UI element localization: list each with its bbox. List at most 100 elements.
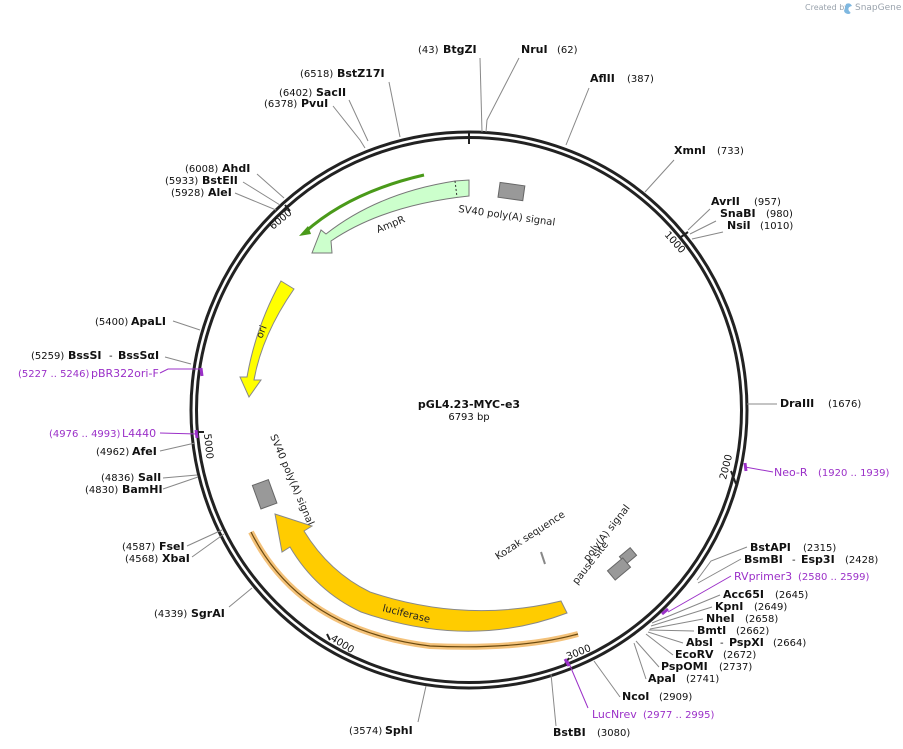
site-pos-bsteii: (5933) bbox=[165, 176, 198, 187]
leader-nrui bbox=[485, 57, 520, 133]
leader-bstz17i bbox=[388, 81, 401, 138]
plasmid-name: pGL4.23-MYC-e3 bbox=[418, 398, 520, 411]
leader-bstapi bbox=[696, 546, 748, 581]
primer-leaders bbox=[159, 368, 774, 709]
site-pos-bamhi: (4830) bbox=[85, 485, 118, 496]
site-pos-xbai: (4568) bbox=[125, 554, 158, 565]
primer-mark-lucnrev bbox=[563, 658, 571, 667]
site-pos-acc65i: (2645) bbox=[775, 590, 808, 601]
sv40-left-box bbox=[251, 479, 278, 510]
leader-btgzi bbox=[479, 57, 483, 133]
primer-name-rvprimer3: RVprimer3 bbox=[734, 570, 792, 583]
site-name-bsteii: BstEII bbox=[202, 174, 238, 187]
ampr-arrow bbox=[311, 179, 470, 254]
site-pos-absi: (2664) bbox=[773, 638, 806, 649]
pause-site-box bbox=[606, 557, 632, 581]
site-labels: (43) BtgZI NruI (62) AflII (387) (6518) … bbox=[31, 43, 878, 739]
site-pos-bmti: (2662) bbox=[736, 626, 769, 637]
primer-name-pbr322ori-f: pBR322ori-F bbox=[91, 367, 159, 380]
tick-2000 bbox=[730, 470, 737, 485]
leader-rvprimer3 bbox=[667, 575, 732, 613]
primer-mark-rvprimer3 bbox=[661, 607, 669, 616]
site-name-kpni: KpnI bbox=[715, 600, 743, 613]
site-name-acc65i: Acc65I bbox=[723, 588, 764, 601]
primer-pos-rvprimer3: (2580 .. 2599) bbox=[798, 572, 870, 583]
site-name-btgzi: BtgZI bbox=[443, 43, 477, 56]
site-name-pspxi: PspXI bbox=[729, 636, 764, 649]
leader-acc65i bbox=[651, 594, 721, 624]
leader-l4440 bbox=[159, 432, 198, 435]
leader-bstbi bbox=[550, 673, 557, 727]
leader-bamhi bbox=[162, 476, 199, 490]
primer-mark-neo-r bbox=[743, 462, 748, 472]
site-name-pvui: PvuI bbox=[301, 97, 328, 110]
site-pos-bstz17i: (6518) bbox=[300, 69, 333, 80]
leader-ncoi bbox=[593, 660, 621, 698]
site-name-sgrai: SgrAI bbox=[191, 607, 225, 620]
site-name-bsmbi: BsmBI bbox=[744, 553, 783, 566]
leader-lucnrev bbox=[567, 660, 589, 709]
site-name-ncoi: NcoI bbox=[622, 690, 649, 703]
sv40-left-label: SV40 poly(A) signal bbox=[267, 433, 315, 527]
primer-marks bbox=[194, 367, 748, 667]
site-pos-ncoi: (2909) bbox=[659, 692, 692, 703]
leader-nhei bbox=[649, 618, 704, 630]
ori-label: ori bbox=[255, 324, 270, 340]
leader-ahdi bbox=[256, 173, 285, 199]
leader-pspomi bbox=[635, 640, 660, 668]
primer-name-lucnrev: LucNrev bbox=[592, 708, 637, 721]
site-name-bstz17i: BstZ17I bbox=[337, 67, 385, 80]
leader-kpni bbox=[650, 606, 713, 627]
sv40-top-box bbox=[497, 181, 526, 202]
leader-avrii bbox=[687, 208, 711, 231]
primer-pos-pbr322ori-f: (5227 .. 5246) bbox=[18, 369, 90, 380]
leader-apali bbox=[172, 320, 201, 331]
leader-snabi bbox=[689, 220, 717, 235]
kozak-mark bbox=[540, 551, 546, 565]
ampr-primer-head bbox=[299, 226, 311, 236]
ampr-promoter-divider bbox=[454, 180, 458, 198]
site-pos-pvui: (6378) bbox=[264, 99, 297, 110]
site-pos-draiii: (1676) bbox=[828, 399, 861, 410]
site-pos-apali: (5400) bbox=[95, 317, 128, 328]
leader-bsteii bbox=[242, 181, 281, 206]
snapgene-logo-icon bbox=[844, 3, 852, 15]
site-pos-ahdi: (6008) bbox=[185, 164, 218, 175]
ampr-label: AmpR bbox=[375, 214, 407, 235]
leader-afei bbox=[159, 442, 196, 452]
primer-name-l4440: L4440 bbox=[122, 427, 156, 440]
site-name-bstapi: BstAPI bbox=[750, 541, 791, 554]
site-name-absi: AbsI bbox=[686, 636, 713, 649]
leader-pvui bbox=[332, 105, 366, 149]
site-name-bsssi: BssSI bbox=[68, 349, 102, 362]
site-name-sphi: SphI bbox=[385, 724, 413, 737]
site-pos-ecorv: (2672) bbox=[723, 650, 756, 661]
leader-pbr322ori-f bbox=[159, 368, 202, 374]
site-pos-nrui: (62) bbox=[557, 45, 578, 56]
site-name-apali: ApaLI bbox=[131, 315, 166, 328]
site-pos-apai: (2741) bbox=[686, 674, 719, 685]
site-name-esp3i: Esp3I bbox=[801, 553, 835, 566]
site-name-afei: AfeI bbox=[132, 445, 157, 458]
primer-labels: (5227 .. 5246) pBR322ori-F (4976 .. 4993… bbox=[18, 367, 890, 721]
site-name-aflii: AflII bbox=[590, 72, 615, 85]
leader-fsei bbox=[186, 529, 223, 547]
site-name-avrii: AvrII bbox=[711, 195, 740, 208]
primer-pos-l4440: (4976 .. 4993) bbox=[49, 429, 121, 440]
features: AmpR SV40 poly(A) signal ori SV40 poly(A… bbox=[239, 173, 638, 650]
site-name-nrui: NruI bbox=[521, 43, 548, 56]
site-name-xmni: XmnI bbox=[674, 144, 706, 157]
leader-aflii bbox=[565, 87, 590, 146]
site-pos-sgrai: (4339) bbox=[154, 609, 187, 620]
site-pos-snabi: (980) bbox=[766, 209, 793, 220]
site-name-ecorv: EcoRV bbox=[675, 648, 714, 661]
tick-4000 bbox=[326, 633, 331, 641]
luciferase-arrow bbox=[274, 513, 568, 632]
site-name-sali: SalI bbox=[138, 471, 161, 484]
site-pos-fsei: (4587) bbox=[122, 542, 155, 553]
tick-label-5000: 5000 bbox=[201, 433, 215, 459]
kozak-label: Kozak sequence bbox=[494, 509, 568, 562]
primer-mark-l4440 bbox=[194, 429, 199, 439]
site-pos-sali: (4836) bbox=[101, 473, 134, 484]
